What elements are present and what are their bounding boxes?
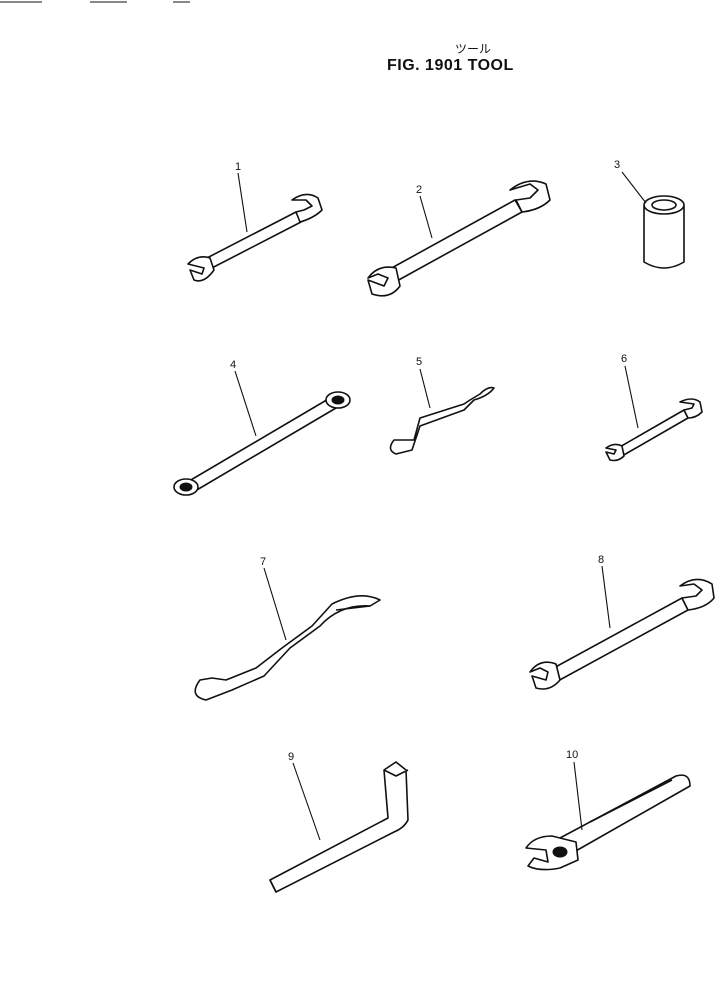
callout-label: 4	[230, 359, 236, 371]
leader-line	[573, 761, 583, 831]
leader-line	[419, 368, 431, 409]
open-end-wrench-large-icon	[367, 180, 551, 297]
callout-label: 9	[288, 751, 294, 763]
leader-line	[292, 762, 321, 841]
leader-line	[234, 370, 257, 437]
open-end-wrench-mini-icon	[605, 398, 703, 462]
socket-icon	[643, 195, 685, 269]
leader-line	[601, 565, 611, 629]
open-end-wrench-icon	[529, 578, 715, 690]
callout-label: 1	[235, 161, 241, 173]
box-end-wrench-icon	[173, 391, 351, 496]
figure-title-japanese: ツール	[455, 42, 492, 56]
figure-title: FIG. 1901 TOOL	[387, 57, 514, 74]
leader-line	[263, 567, 287, 641]
callout-label: 5	[416, 356, 422, 368]
callout-label: 10	[566, 749, 578, 761]
hook-spanner-small-icon	[389, 386, 495, 455]
callout-label: 7	[260, 556, 266, 568]
open-end-wrench-small-icon	[187, 193, 323, 282]
callout-label: 3	[614, 159, 620, 171]
leader-line	[621, 171, 647, 204]
callout-label: 2	[416, 184, 422, 196]
leader-line	[624, 365, 639, 429]
callout-label: 6	[621, 353, 627, 365]
callout-label: 8	[598, 554, 604, 566]
leader-line	[237, 172, 248, 233]
hook-spanner-large-icon	[194, 595, 381, 701]
hex-key-icon	[269, 761, 409, 893]
adjustable-wrench-icon	[525, 774, 691, 871]
leader-line	[419, 195, 433, 239]
